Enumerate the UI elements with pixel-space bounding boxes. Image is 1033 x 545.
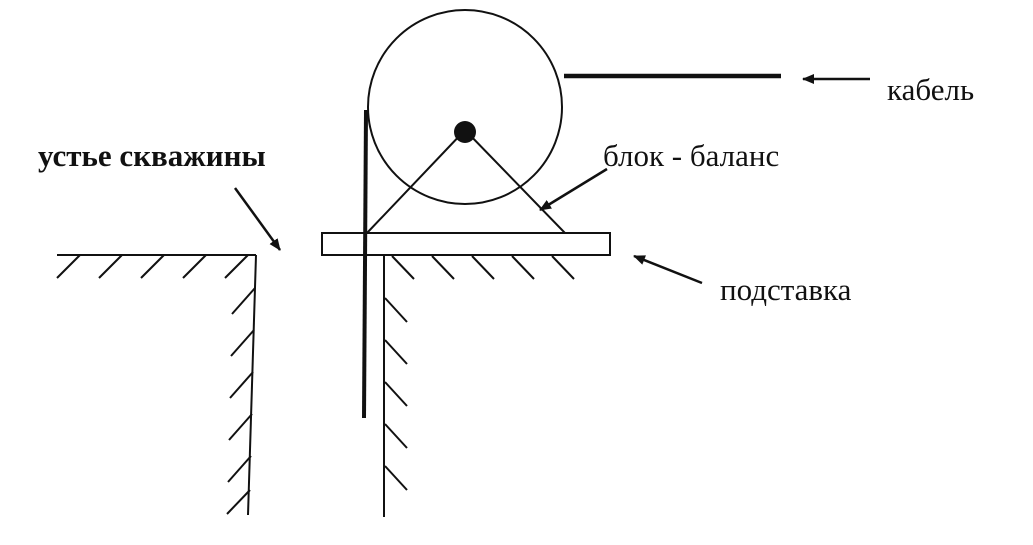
left-ground [56,254,257,516]
block-balance-triangle [364,128,568,234]
right-ground [383,254,590,517]
right-ground-hatching [384,255,575,491]
label-wellhead: устье скважины [38,138,266,173]
arrow-stand [633,254,703,285]
left-ground-hatching [56,254,256,515]
label-block-balance: блок - баланс [603,138,779,173]
arrow-block-balance [539,167,608,212]
cable-down-into-well [362,109,368,419]
label-stand: подставка [720,272,852,307]
pulley-wheel [367,9,563,205]
arrow-wellhead [233,187,282,251]
pulley-axle [454,121,476,143]
label-cable: кабель [887,72,974,107]
